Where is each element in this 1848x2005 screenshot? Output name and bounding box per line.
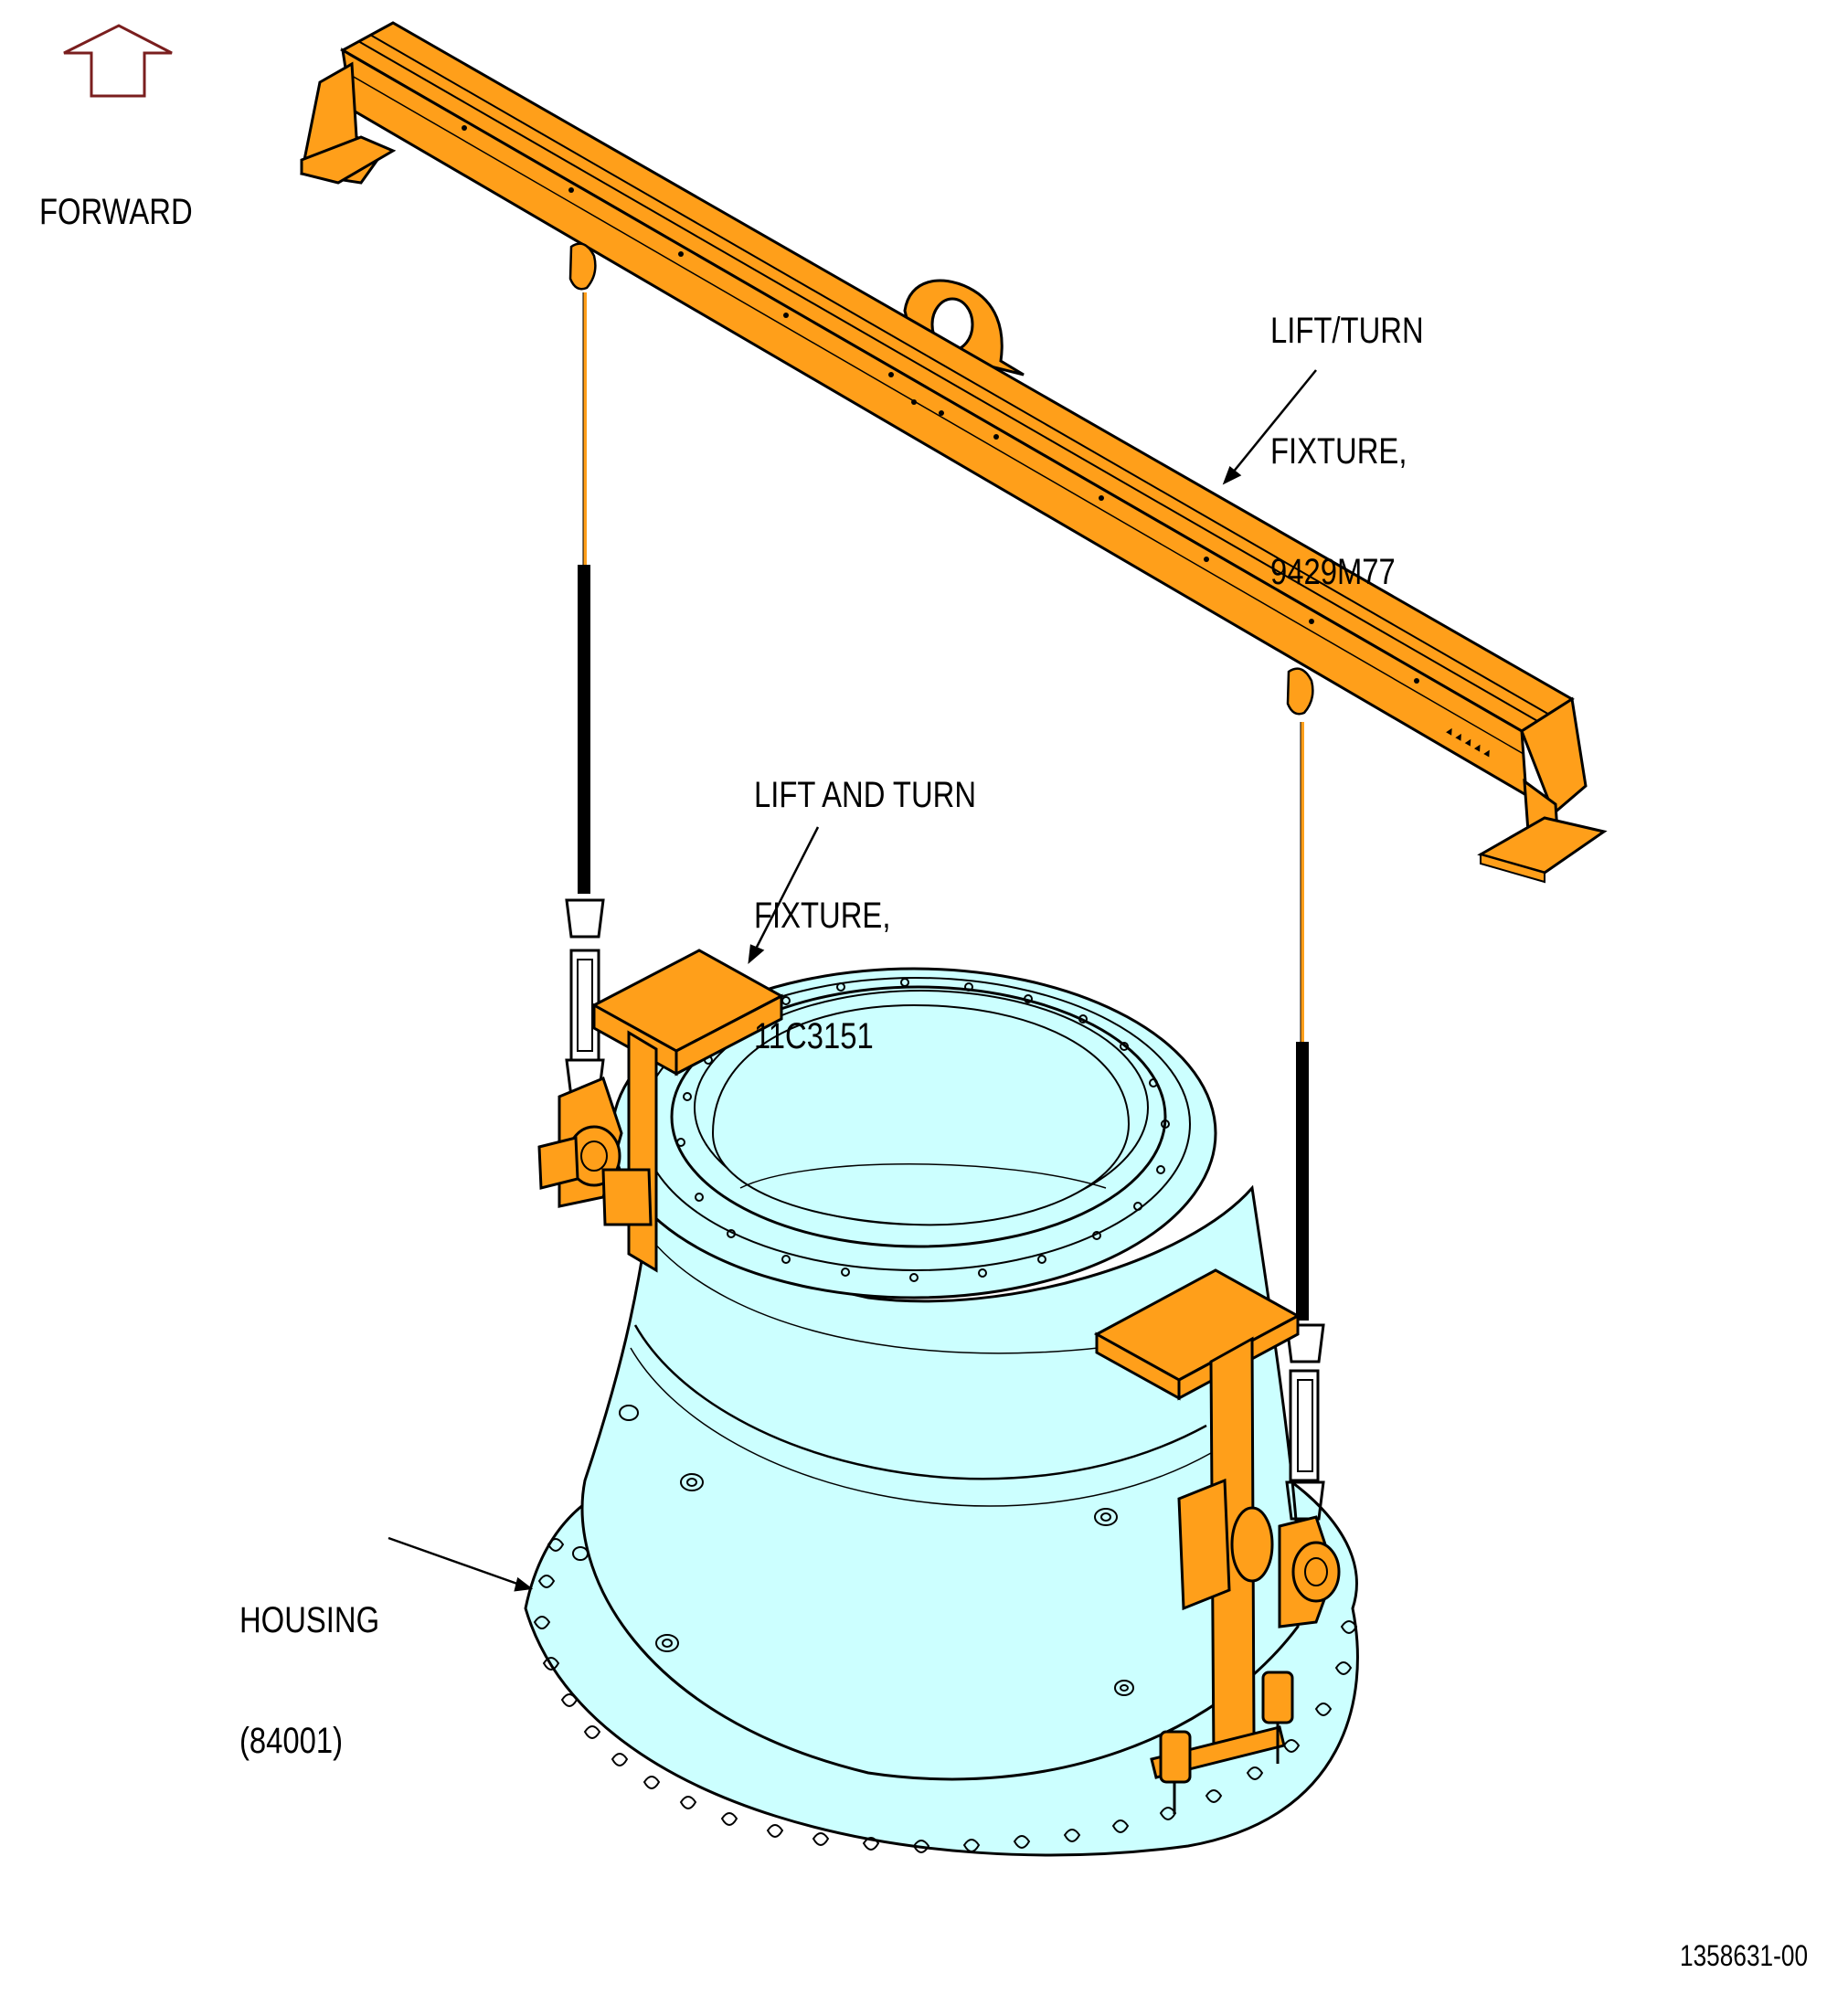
right-turnbuckle-sleeve xyxy=(1296,1042,1309,1321)
callout-line: FIXTURE, xyxy=(1270,431,1407,472)
callout-part-number: 11C3151 xyxy=(754,1016,874,1056)
housing-body xyxy=(580,1128,1301,1781)
callout-line: HOUSING xyxy=(239,1600,380,1640)
right-rotator-housing xyxy=(1177,1478,1231,1611)
housing xyxy=(524,967,1359,1857)
forward-text: FORWARD xyxy=(39,192,193,232)
drawing-number-text: 1358631-00 xyxy=(1680,1939,1809,1972)
lift-and-turn-fixture-callout: LIFT AND TURN FIXTURE, 11C3151 xyxy=(754,695,976,1097)
right-sling xyxy=(1285,667,1325,1521)
lift-turn-beam: ▲▲▲▲▲ xyxy=(300,21,1608,884)
callout-leaders xyxy=(388,369,1317,1592)
housing-body-fasteners xyxy=(572,1405,1134,1696)
lift-and-turn-brackets xyxy=(537,949,1341,1814)
left-foot-plate xyxy=(300,135,397,185)
drawing-number: 1358631-00 xyxy=(1680,1873,1808,2005)
right-shackle xyxy=(1286,667,1314,716)
lift-turn-fixture-callout: LIFT/TURN FIXTURE, 9429M77 xyxy=(1270,230,1424,632)
left-turnbuckle-sleeve xyxy=(578,565,590,894)
bottom-flange-scallops xyxy=(533,1538,1358,1853)
callout-line: LIFT/TURN xyxy=(1270,311,1424,351)
beam-holes xyxy=(462,125,1419,684)
right-locator-pin-2 xyxy=(1261,1671,1294,1724)
callout-part-number: (84001) xyxy=(239,1721,344,1761)
left-sling xyxy=(565,242,605,1098)
callout-part-number: 9429M77 xyxy=(1270,552,1396,592)
left-shackle xyxy=(568,242,597,291)
forward-arrow-icon xyxy=(63,24,173,98)
housing-callout: HOUSING (84001) xyxy=(239,1520,379,1801)
callout-line: FIXTURE, xyxy=(754,896,891,936)
callout-line: LIFT AND TURN xyxy=(754,775,977,815)
fixture-assembly-illustration: ▲▲▲▲▲ xyxy=(63,21,1608,1857)
forward-label: FORWARD xyxy=(39,111,193,272)
right-locator-pin-1 xyxy=(1159,1730,1192,1784)
